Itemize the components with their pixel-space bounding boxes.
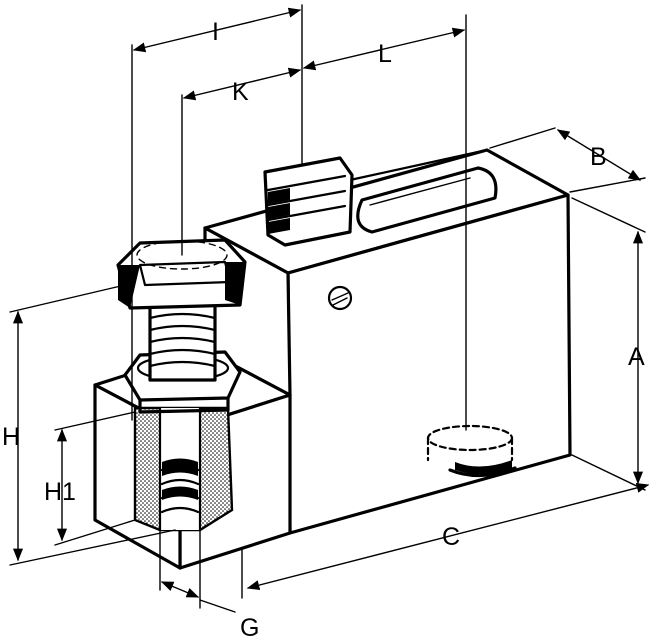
threaded-hole-cutaway [133,406,234,532]
bolt [116,238,247,414]
bottom-pin [426,424,517,478]
label-a: A [628,343,645,371]
label-k: K [232,78,249,106]
label-b: B [590,143,607,171]
label-g: G [240,614,259,637]
dimension-lines [9,4,650,613]
serrated-jaw [263,156,354,247]
label-h1: H1 [44,478,76,506]
label-i: I [212,18,219,46]
label-c: C [442,523,460,551]
set-screw [327,285,353,311]
label-h: H [2,423,20,451]
label-l: L [378,40,392,68]
dimension-labels: I K L B A H H1 C G [2,18,645,637]
